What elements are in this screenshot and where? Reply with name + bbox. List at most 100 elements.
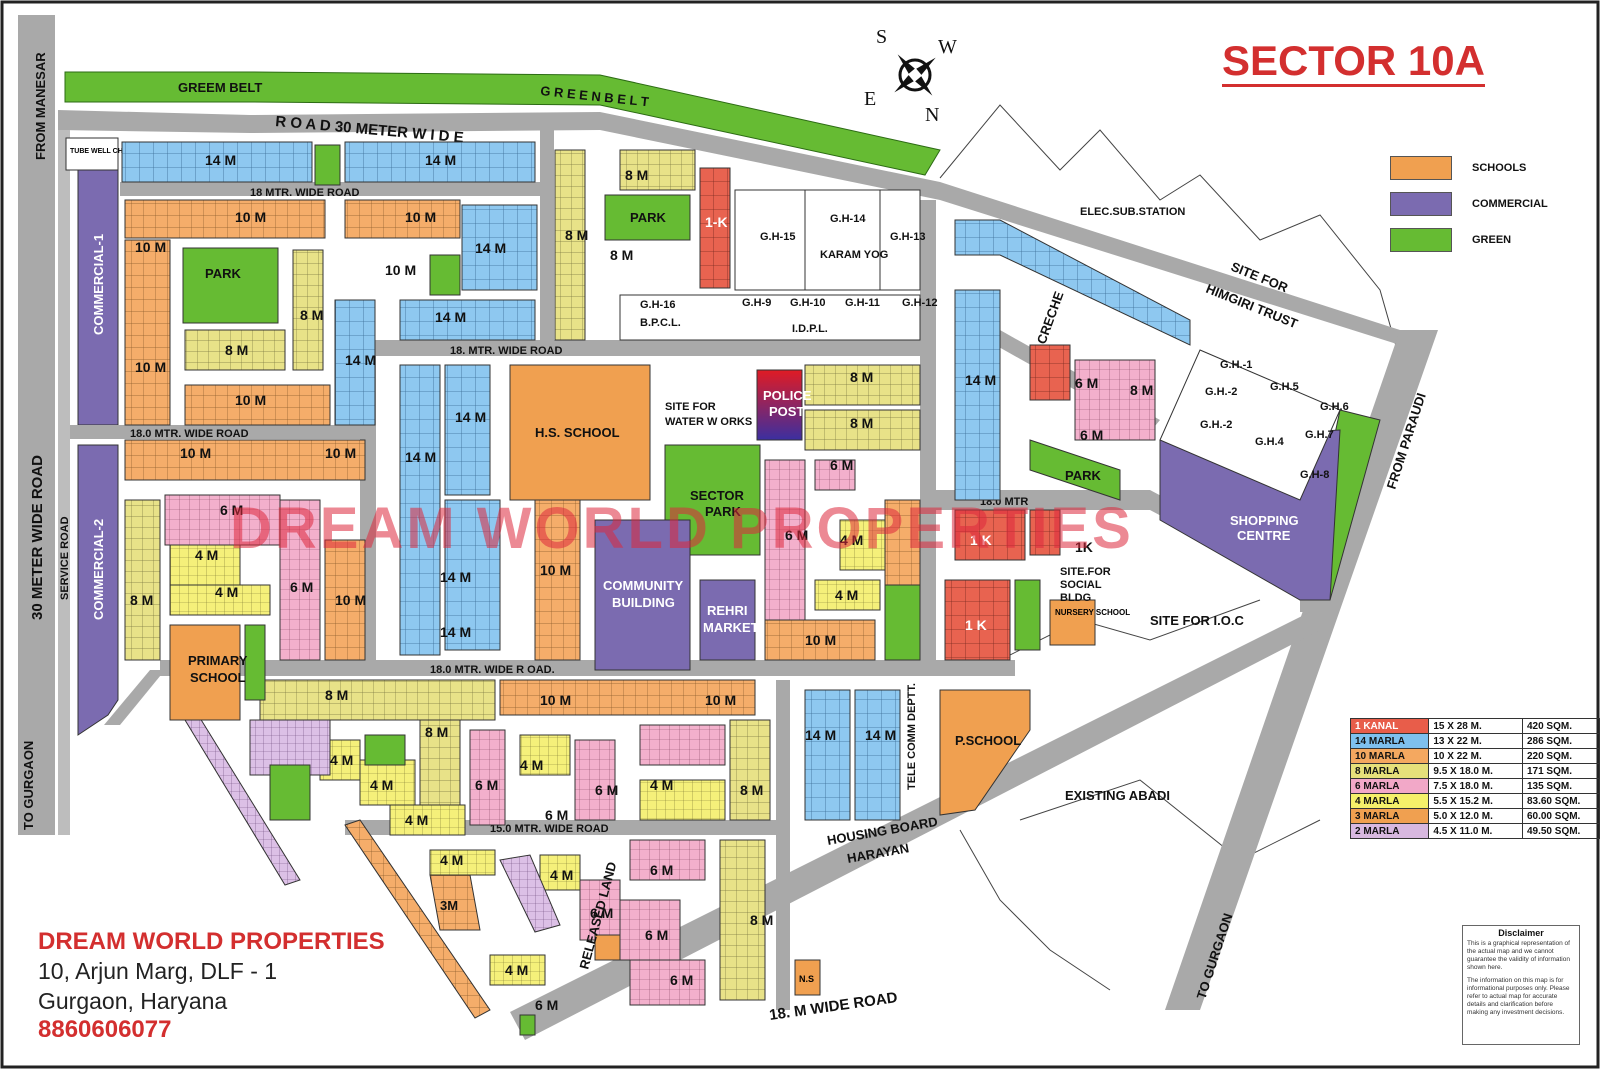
plot-block-14m <box>854 689 901 821</box>
plot-type: 10 MARLA <box>1349 748 1430 764</box>
plot-block-1k <box>1029 344 1071 401</box>
svg-text:8 M: 8 M <box>850 415 873 431</box>
green-belt-label: GREEM BELT <box>178 80 262 95</box>
park <box>884 584 921 661</box>
plot-area: 420 SQM. <box>1521 718 1600 734</box>
svg-text:6 M: 6 M <box>220 502 243 518</box>
svg-text:G.H.-2: G.H.-2 <box>1200 419 1232 431</box>
plot-block-3m <box>344 819 491 1019</box>
primary-school-label-2: SCHOOL <box>190 670 246 685</box>
svg-text:8 M: 8 M <box>625 167 648 183</box>
block-labels: 14 M 14 M 10 M 10 M 10 M 10 M 10 M 10 M … <box>130 152 1153 1013</box>
plot-block-14m <box>444 364 491 496</box>
plot-block-3m <box>429 874 481 931</box>
plot-block-8m <box>554 149 586 341</box>
compass-rose-icon <box>894 54 936 96</box>
road-30m-top <box>58 110 1430 345</box>
svg-text:10 M: 10 M <box>805 632 836 648</box>
plot-block-6m <box>579 879 621 941</box>
park <box>364 734 406 766</box>
plot-dims: 9.5 X 18.0 M. <box>1428 763 1523 779</box>
plot-block-10m <box>499 679 756 716</box>
water-works-label: SITE FOR <box>665 401 716 413</box>
plot-area: 83.60 SQM. <box>1521 793 1600 809</box>
primary-school-label: PRIMARY <box>188 653 248 668</box>
svg-text:8 M: 8 M <box>425 724 448 740</box>
svg-text:10 M: 10 M <box>180 445 211 461</box>
plot-block-4m <box>359 759 416 806</box>
svg-text:14 M: 14 M <box>435 309 466 325</box>
plot-dims: 5.0 X 12.0 M. <box>1428 808 1523 824</box>
road-label: 15.0 MTR. WIDE ROAD <box>490 823 609 835</box>
ns-school <box>594 934 621 961</box>
plot-dims: 4.5 X 11.0 M. <box>1428 823 1523 839</box>
plot-block-10m <box>124 439 366 481</box>
park <box>269 764 311 821</box>
company-info: DREAM WORLD PROPERTIES 10, Arjun Marg, D… <box>38 928 385 1044</box>
hs-school <box>509 364 651 501</box>
commercial-2-label: COMMERCIAL-2 <box>91 519 106 620</box>
svg-text:6 M: 6 M <box>545 807 568 823</box>
table-row: 6 MARLA 7.5 X 18.0 M. 135 SQM. <box>1349 778 1600 794</box>
svg-text:10 M: 10 M <box>235 392 266 408</box>
nursery-school-label: NURSERY SCHOOL <box>1055 608 1130 617</box>
svg-text:G.H-8: G.H-8 <box>1300 469 1329 481</box>
svg-text:6 M: 6 M <box>1075 375 1098 391</box>
shopping-centre-label-2: CENTRE <box>1237 528 1291 543</box>
legend-item-green: GREEN <box>1390 222 1548 258</box>
road-30m-left <box>18 15 55 835</box>
svg-text:10 M: 10 M <box>705 692 736 708</box>
company-phone[interactable]: 8860606077 <box>38 1016 172 1043</box>
plot-block-1k <box>954 509 1026 561</box>
svg-text:G.H.6: G.H.6 <box>1320 401 1349 413</box>
plot-block-14m <box>461 204 538 291</box>
legend-item-schools: SCHOOLS <box>1390 150 1548 186</box>
park <box>244 624 266 701</box>
svg-text:4 M: 4 M <box>215 584 238 600</box>
sector-park-label-2: PARK <box>705 504 741 519</box>
svg-text:1 K: 1 K <box>965 617 987 633</box>
page-title: SECTOR 10A <box>1222 38 1485 87</box>
svg-text:1-K: 1-K <box>705 214 728 230</box>
rehri-market-label-2: MARKET <box>703 620 759 635</box>
compass-e: E <box>864 88 877 110</box>
svg-text:6 M: 6 M <box>475 777 498 793</box>
svg-text:8 M: 8 M <box>565 227 588 243</box>
ns-school <box>794 959 821 996</box>
disclaimer-text-2: The information on this map is for infor… <box>1467 977 1570 1016</box>
social-bldg-label-2: SOCIAL <box>1060 579 1102 591</box>
svg-text:4 M: 4 M <box>650 777 673 793</box>
plot-block-14m <box>334 299 376 426</box>
svg-text:14 M: 14 M <box>440 624 471 640</box>
road-label: 18.0 MTR. WIDE R OAD. <box>430 664 555 676</box>
plot-block-14m <box>954 219 1191 346</box>
park-label: PARK <box>205 266 241 281</box>
commercial-2 <box>77 444 119 736</box>
svg-text:6 M: 6 M <box>590 905 613 921</box>
svg-text:8 M: 8 M <box>1130 382 1153 398</box>
plot-type: 6 MARLA <box>1349 778 1430 794</box>
plot-block-4m <box>169 584 271 616</box>
plot-area: 135 SQM. <box>1521 778 1600 794</box>
svg-text:G.H-11: G.H-11 <box>845 297 880 309</box>
legend-swatch <box>1390 228 1452 252</box>
svg-text:8 M: 8 M <box>300 307 323 323</box>
table-row: 10 MARLA 10 X 22 M. 220 SQM. <box>1349 748 1600 764</box>
svg-text:4 M: 4 M <box>520 757 543 773</box>
plot-block-14m <box>954 289 1001 501</box>
svg-text:G.H-16: G.H-16 <box>640 299 675 311</box>
plot-dims: 15 X 28 M. <box>1428 718 1523 734</box>
plot-block-4m <box>519 734 571 776</box>
svg-text:8 M: 8 M <box>130 592 153 608</box>
commercial-1 <box>77 169 119 426</box>
table-row: 8 MARLA 9.5 X 18.0 M. 171 SQM. <box>1349 763 1600 779</box>
plot-block-10m <box>534 499 581 661</box>
elec-substation-label: ELEC.SUB.STATION <box>1080 206 1185 218</box>
svg-text:6 M: 6 M <box>645 927 668 943</box>
plot-block-6m <box>639 724 726 766</box>
block-3m-label: 3M <box>440 898 458 913</box>
road-10m-k <box>104 670 165 725</box>
park <box>1029 439 1121 501</box>
svg-text:KARAM YOG: KARAM YOG <box>820 249 888 261</box>
park <box>182 247 279 324</box>
